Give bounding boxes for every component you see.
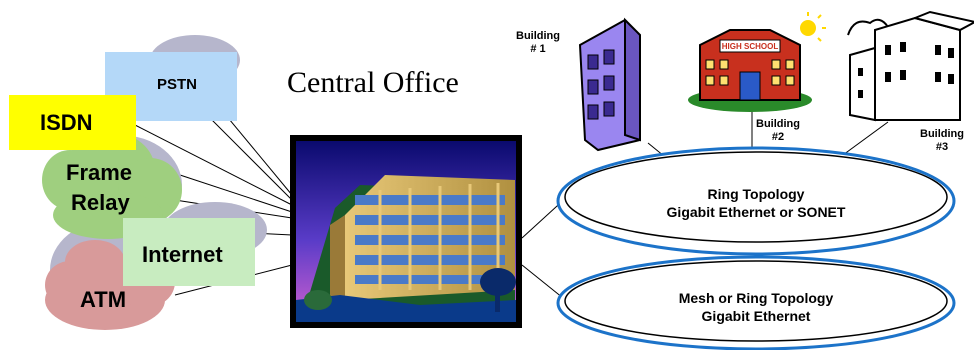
frame-relay-label-line2: Relay bbox=[71, 190, 130, 215]
building-3-label-line1: Building bbox=[920, 128, 964, 140]
pstn-label: PSTN bbox=[157, 76, 198, 93]
ring-topology-line2: Gigabit Ethernet or SONET bbox=[666, 204, 846, 220]
isdn-label: ISDN bbox=[40, 110, 93, 135]
internet-label: Internet bbox=[142, 242, 223, 267]
atm-label: ATM bbox=[80, 287, 127, 312]
central-office-title: Central Office bbox=[287, 66, 459, 99]
mesh-topology-ellipse bbox=[556, 255, 956, 350]
mesh-topology-line2: Gigabit Ethernet bbox=[701, 308, 811, 324]
mesh-topology-line1: Mesh or Ring Topology bbox=[678, 290, 834, 306]
ring-topology-label: Ring Topology Gigabit Ethernet or SONET bbox=[596, 185, 916, 221]
building-1-label-line2: # 1 bbox=[530, 43, 546, 55]
frame-relay-label-line1: Frame bbox=[66, 160, 133, 185]
building-3-label: Building #3 bbox=[912, 128, 972, 154]
building-2-label-line2: #2 bbox=[771, 131, 785, 143]
frame-relay-cloud bbox=[42, 132, 182, 239]
building-2-school-image bbox=[688, 12, 826, 112]
building-2-label-line1: Building bbox=[756, 118, 800, 130]
internet-box bbox=[123, 218, 255, 286]
isdn-box bbox=[9, 95, 136, 150]
building-2-label: Building #2 bbox=[748, 118, 808, 144]
building-1-label: Building # 1 bbox=[508, 30, 568, 56]
school-sign-text: HIGH SCHOOL bbox=[722, 42, 779, 51]
building-3-label-line2: #3 bbox=[935, 141, 949, 153]
building-1-label-line1: Building bbox=[516, 30, 560, 42]
building-1-image bbox=[578, 17, 641, 152]
central-office-image bbox=[290, 135, 522, 328]
mesh-topology-label: Mesh or Ring Topology Gigabit Ethernet bbox=[596, 289, 916, 325]
building-3-image bbox=[847, 10, 974, 122]
ring-topology-ellipse bbox=[556, 146, 956, 256]
ring-topology-line1: Ring Topology bbox=[707, 186, 805, 202]
